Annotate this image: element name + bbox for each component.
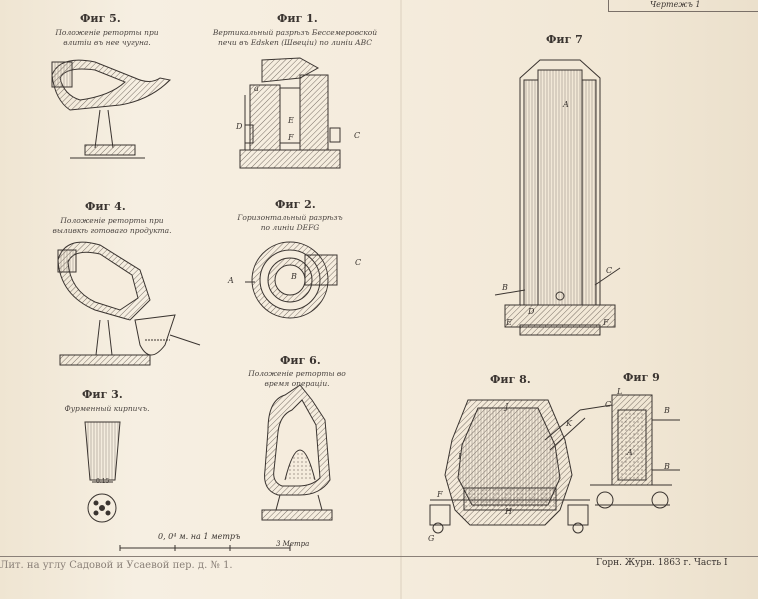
fig1-letter-f: F [288, 133, 294, 142]
fig8-letter-i: I [458, 452, 462, 461]
fig1-caption-1: Вертикальный разрѣзъ Бессемеровской [212, 28, 378, 37]
fig1-letter-c: C [354, 131, 361, 140]
fig1-furnace-section [239, 57, 341, 169]
fig6-title: Фиг 6. [280, 354, 321, 367]
fig5-retort-filling [51, 59, 172, 159]
fig1-letter-a: a [254, 84, 259, 93]
fig6-caption-1: Положеніе реторты во [248, 369, 346, 378]
fig7-letter-c: C [606, 266, 613, 275]
fig5a-caption-2: влитіи въ нее чугуна. [63, 38, 151, 47]
footer-journal: Горн. Журн. 1863 г. Часть I [596, 558, 728, 568]
fig6-retort-operation [261, 384, 333, 521]
fig8-letter-j: J [505, 402, 509, 411]
fig3-dimension: 0.15 [96, 478, 110, 485]
fig9-apparatus [579, 394, 680, 509]
scale-bar [119, 545, 291, 551]
fig5a-title: Фиг 5. [80, 12, 121, 25]
fig7-letter-d: D [528, 307, 535, 316]
fig1-letter-e: E [288, 116, 294, 125]
sheet-label: Чертежъ 1 [650, 0, 701, 9]
scale-label: 0, 0⁴ м. на 1 метръ [158, 532, 241, 541]
fig8-letter-g: G [428, 534, 435, 543]
fig9-title: Фиг 9 [623, 371, 660, 384]
fig4-title: Фиг 4. [85, 200, 126, 213]
fig7-letter-e: E [506, 318, 512, 327]
scale-end-label: 3 Метра [276, 540, 310, 548]
fig3-tuyere-brick [84, 421, 121, 523]
fig7-letter-a: A [563, 100, 569, 109]
paper-fold [400, 0, 402, 599]
fig7-letter-f: F [603, 318, 609, 327]
fig6-caption-2: время операціи. [264, 379, 330, 388]
fig2-caption-1: Горизонтальный разрѣзъ [237, 213, 343, 222]
footer-lithographer: Лит. на углу Садовой и Усаевой пер. д. №… [0, 560, 233, 571]
fig2-letter-a: A [228, 276, 234, 285]
fig9-letter-b-bottom: B [664, 462, 670, 471]
fig9-letter-l: L [617, 387, 623, 396]
fig4-retort-pouring [57, 241, 201, 366]
sheet-label-frame [608, 0, 758, 12]
fig1-caption-2: печи въ Edsken (Швеціи) по линіи ABC [218, 38, 372, 47]
fig5a-caption-1: Положеніе реторты при [55, 28, 159, 37]
fig8-title: Фиг 8. [490, 373, 531, 386]
fig3-title: Фиг 3. [82, 388, 123, 401]
fig9-letter-b-top: B [664, 406, 670, 415]
fig7-title: Фиг 7 [546, 33, 583, 46]
fig8-letter-k: K [566, 419, 572, 428]
footer-rule [0, 556, 758, 557]
fig2-letter-b: B [291, 272, 297, 281]
fig1-title: Фиг 1. [277, 12, 318, 25]
fig7-letter-b: B [502, 283, 508, 292]
fig1-letter-d: D [236, 122, 243, 131]
fig4-caption-2: выливкѣ готоваго продукта. [52, 226, 172, 235]
fig2-caption-2: по линіи DEFG [260, 223, 320, 232]
fig2-horizontal-section [245, 241, 338, 319]
fig2-title: Фиг 2. [275, 198, 316, 211]
fig9-letter-a: A [627, 448, 633, 457]
fig3-caption: Фурменный кирпичъ. [64, 404, 150, 413]
fig8-letter-h: H [505, 507, 512, 516]
fig2-letter-c: C [355, 258, 362, 267]
fig8-converter [429, 399, 590, 534]
fig7-tall-furnace [494, 59, 621, 336]
fig8-letter-f: F [437, 490, 443, 499]
fig4-caption-1: Положеніе реторты при [60, 216, 164, 225]
fig9-letter-c: C [605, 400, 612, 409]
